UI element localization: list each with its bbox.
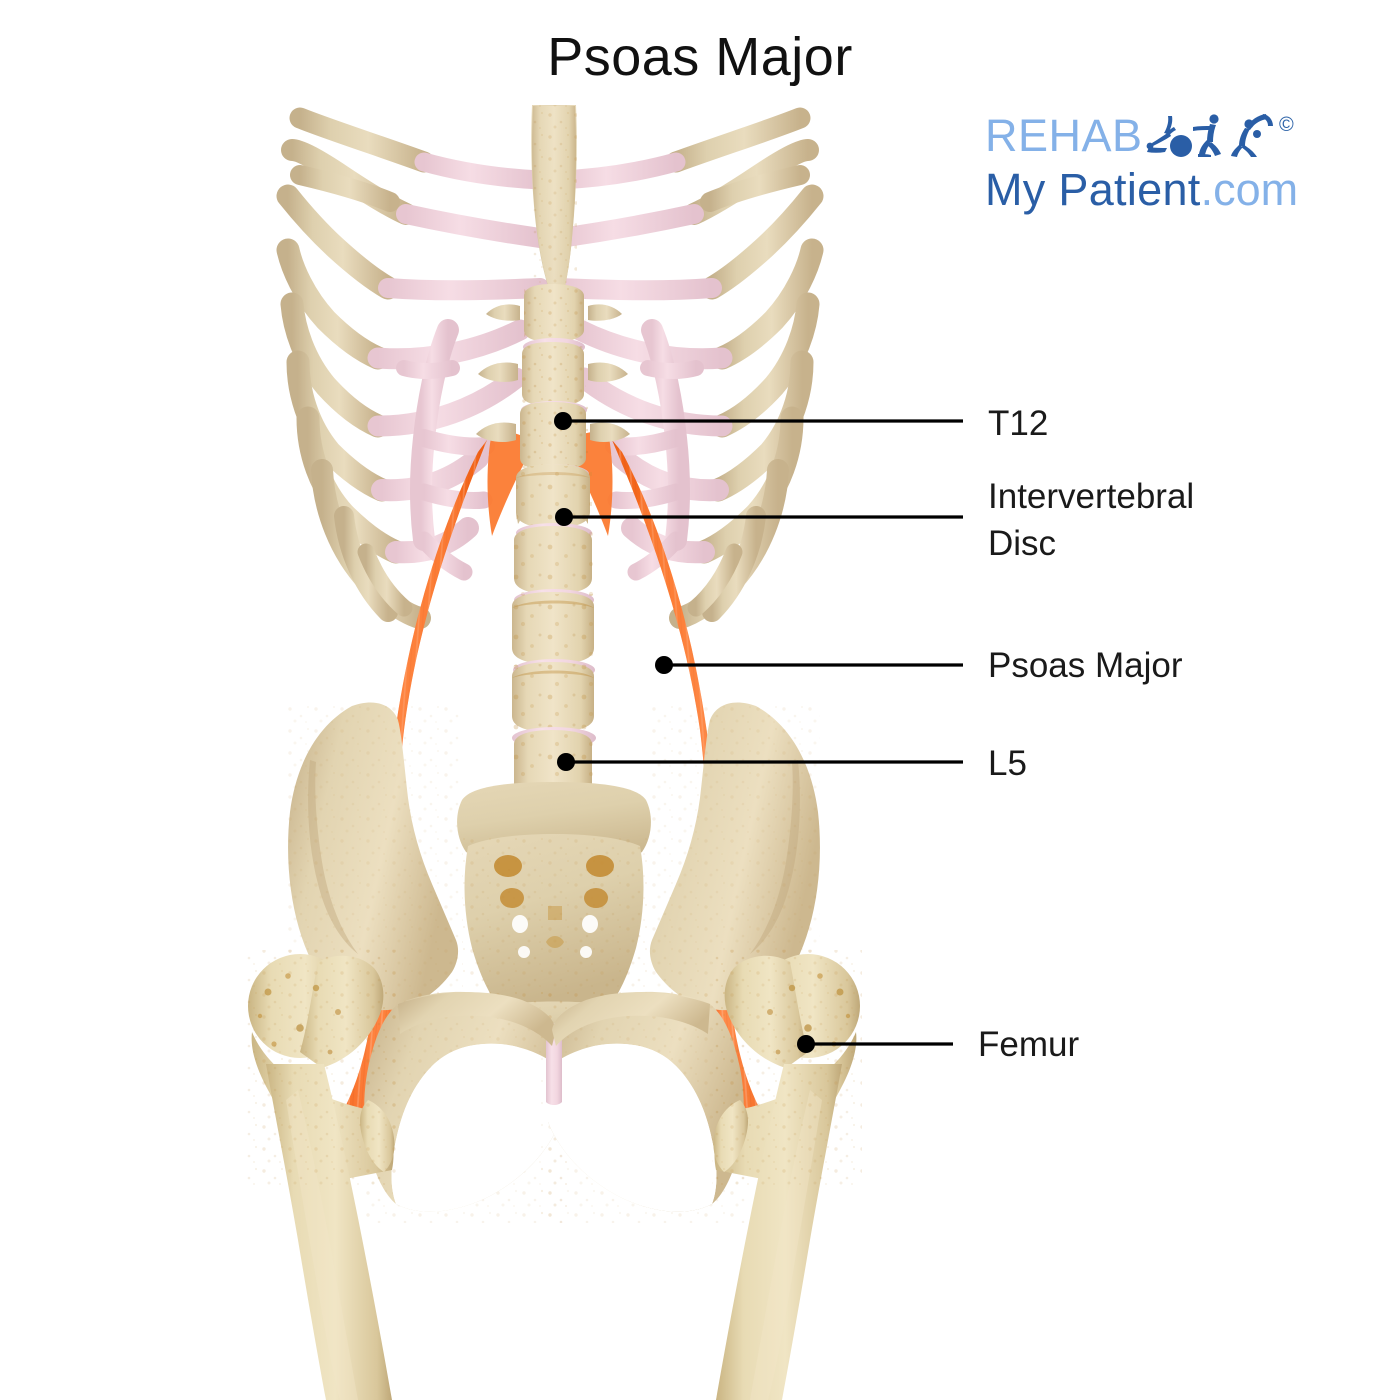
exercise-ball-figure (1146, 116, 1192, 157)
femur-right (712, 950, 862, 1400)
vertebra-l1 (516, 464, 592, 530)
sacral-foramina (494, 855, 614, 958)
rehab-my-patient-logo[interactable]: REHAB (985, 112, 1315, 224)
vertebra-l3 (512, 592, 596, 666)
label-intervertebral-disc: Intervertebral Disc (988, 477, 1195, 563)
vertebra-l4 (512, 662, 596, 734)
femurs (246, 950, 862, 1400)
leader-dot-t12 (554, 412, 572, 430)
leader-dot-intervertebral-disc (555, 508, 573, 526)
rib-cage (276, 105, 824, 629)
sternum (531, 105, 577, 392)
logo-exercise-figures (1146, 114, 1273, 157)
leader-dot-femur (797, 1035, 815, 1053)
label-l5: L5 (988, 744, 1027, 783)
ribs-right (550, 107, 824, 629)
obturator-foramen-right (548, 1043, 717, 1212)
ribs-left (276, 107, 550, 629)
label-psoas-major: Psoas Major (988, 646, 1183, 685)
leader-dots (554, 412, 815, 1053)
logo-brand-bottom: My Patient (985, 164, 1201, 215)
costal-cartilage-right (605, 319, 704, 581)
logo-brand-top: REHAB (985, 110, 1143, 161)
label-t12: T12 (988, 404, 1049, 443)
leader-dot-l5 (557, 753, 575, 771)
femur-left (246, 950, 396, 1400)
logo-top-row: REHAB (985, 112, 1275, 160)
resistance-band-figure (1192, 114, 1221, 157)
costal-cartilage-left (396, 319, 495, 581)
stretching-figure (1230, 114, 1273, 157)
vertebra-l2 (514, 526, 594, 596)
obturator-foramen-left (391, 1043, 560, 1212)
logo-tld: .com (1200, 164, 1299, 215)
label-femur: Femur (978, 1025, 1080, 1064)
spinal-column (476, 284, 630, 819)
pelvis (288, 702, 820, 1223)
leader-lines (563, 419, 963, 1046)
logo-copyright-symbol: © (1279, 114, 1294, 136)
logo-bottom-row: My Patient.com (985, 164, 1298, 216)
leader-dot-psoas-major (655, 656, 673, 674)
page-title: Psoas Major (547, 27, 853, 87)
